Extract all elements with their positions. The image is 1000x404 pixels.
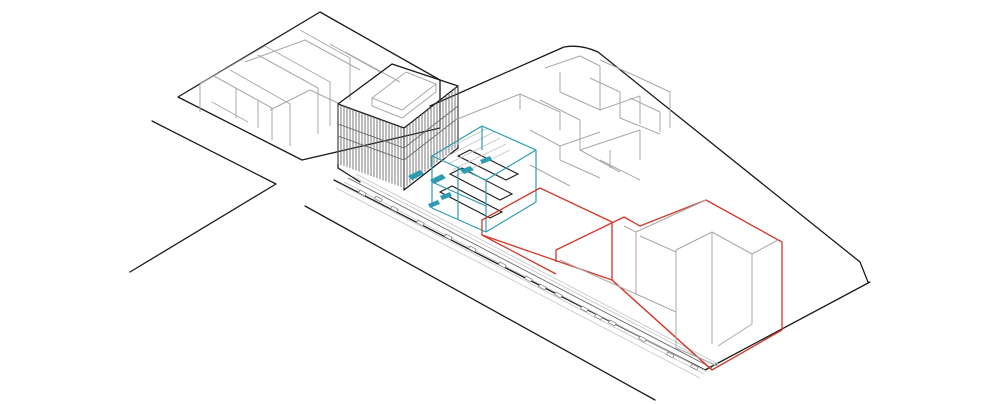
platform-1 — [456, 149, 520, 181]
entry-arrow-1 — [430, 174, 446, 184]
vehicle — [594, 313, 603, 321]
vehicle — [358, 189, 367, 197]
street-edge-northwest — [129, 120, 277, 273]
vehicle — [690, 363, 699, 371]
platform-2 — [448, 167, 514, 201]
entry-arrow-4 — [480, 156, 492, 164]
station-volume — [408, 125, 537, 233]
massing-block-west — [481, 187, 613, 281]
entry-arrow-6 — [428, 200, 440, 208]
vehicle — [638, 335, 647, 343]
vehicle — [666, 351, 675, 359]
context-buildings-east — [454, 55, 671, 187]
street-edges — [129, 120, 871, 401]
roof-plant — [371, 71, 437, 111]
vehicle — [524, 275, 533, 283]
platform-3 — [438, 185, 504, 219]
station-top — [431, 125, 537, 181]
vehicle — [554, 291, 563, 299]
existing-building-in-massing — [559, 199, 779, 367]
vehicle — [608, 319, 617, 327]
vehicles — [358, 189, 699, 371]
street-edge-south — [304, 205, 656, 401]
vehicle — [374, 195, 383, 203]
massing-outline-east — [555, 199, 783, 371]
site-boundary — [429, 45, 869, 283]
vehicle — [538, 283, 547, 291]
vehicle — [390, 205, 399, 213]
tower-fins-west — [337, 104, 405, 188]
entry-arrow-3 — [460, 166, 474, 174]
vehicle — [468, 245, 477, 253]
entry-arrow-2 — [408, 170, 424, 180]
entry-arrow-5 — [440, 192, 452, 200]
vehicle — [580, 305, 589, 313]
tower-fins-south — [403, 86, 459, 188]
main-tower — [337, 63, 459, 191]
vehicle — [416, 219, 425, 227]
vehicle — [498, 261, 507, 269]
trackway — [335, 173, 719, 379]
vehicle — [444, 233, 453, 241]
